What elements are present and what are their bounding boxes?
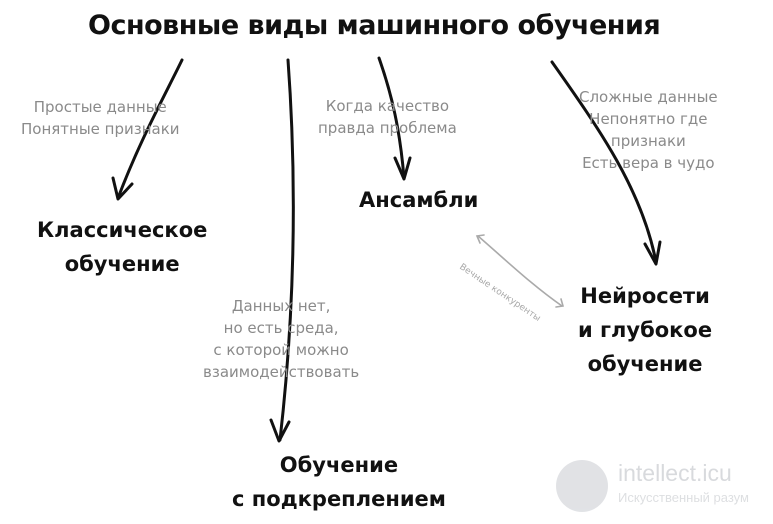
- note-reinforcement: Данных нет, но есть среда, с которой мож…: [203, 297, 360, 381]
- note-ensembles: Когда качество правда проблема: [318, 97, 457, 137]
- watermark-subtitle: Искусственный разум: [618, 490, 749, 505]
- rivals-arrow: [475, 234, 565, 308]
- node-ensembles: Ансамбли: [359, 188, 479, 212]
- arrow-to-classic: [111, 58, 184, 201]
- watermark-logo-icon: [556, 460, 608, 512]
- note-neural: Сложные данные Непонятно где признаки Ес…: [579, 88, 718, 172]
- diagram-title: Основные виды машинного обучения: [88, 10, 661, 41]
- note-classic: Простые данные Понятные признаки: [21, 98, 180, 138]
- arrow-to-neural: [550, 60, 662, 266]
- node-classic: Классическое обучение: [37, 218, 208, 276]
- watermark: intellect.icu Искусственный разум: [556, 458, 766, 514]
- node-reinforcement: Обучение с подкреплением: [232, 453, 446, 511]
- node-neural: Нейросети и глубокое обучение: [578, 284, 713, 376]
- arrow-to-reinforcement: [269, 58, 295, 443]
- watermark-brand: intellect.icu: [618, 460, 732, 486]
- arrow-to-ensembles: [377, 56, 412, 181]
